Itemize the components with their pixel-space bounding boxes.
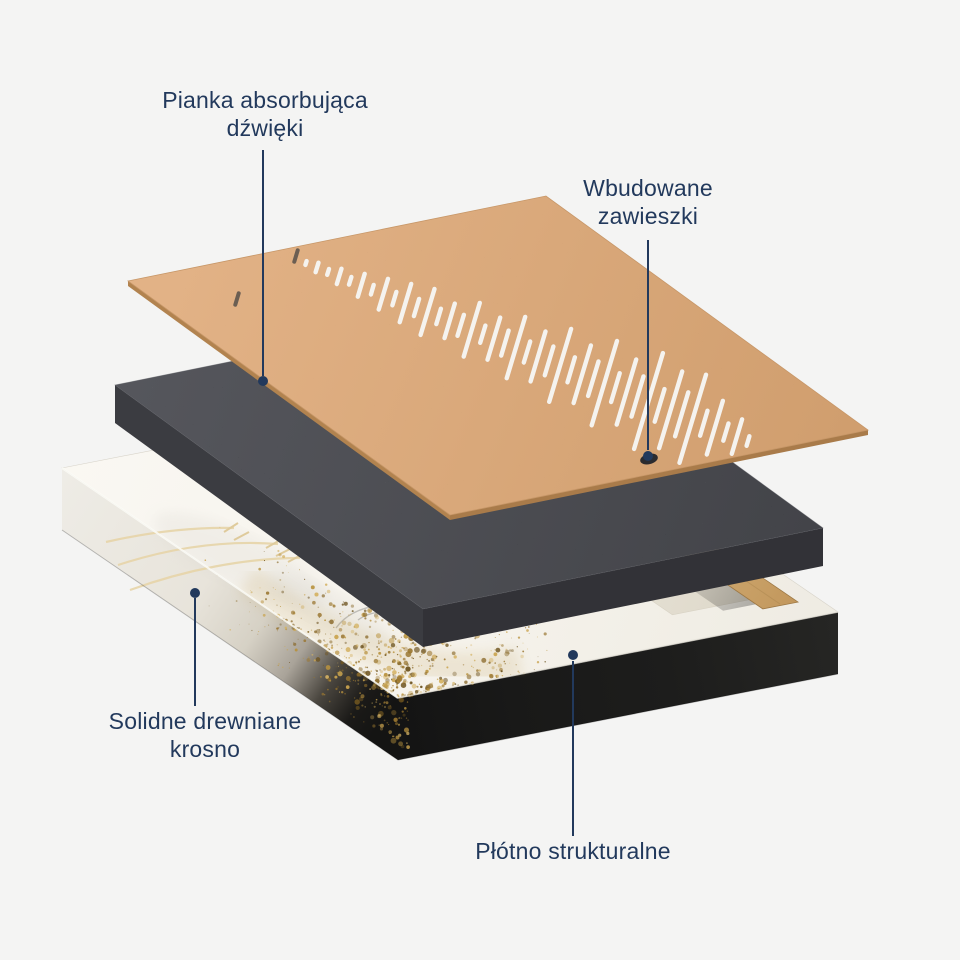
- gold-dust-speckles: [204, 526, 548, 749]
- foam-side-right: [423, 528, 823, 647]
- label-canvas-line1: Płótno strukturalne: [475, 838, 671, 864]
- callout-dot-hangers: [643, 451, 653, 461]
- board-edge-left: [128, 281, 450, 520]
- callout-dot-frame: [190, 588, 200, 598]
- callout-dot-canvas: [568, 650, 578, 660]
- canvas-front-fold-left: [61, 467, 399, 699]
- label-frame-line1: Solidne drewniane: [109, 708, 302, 734]
- label-frame-line2: krosno: [170, 736, 240, 762]
- canvas-front-fold-right: [397, 611, 839, 699]
- board-texture-light: [128, 196, 868, 515]
- callout-dot-foam: [258, 376, 268, 386]
- wheat-print-decoration: [105, 522, 304, 592]
- keyhole-hanger-slots: [233, 248, 300, 307]
- label-foam-line1: Pianka absorbująca: [162, 87, 368, 113]
- canvas-bottom-edge: [61, 529, 839, 761]
- foam-side-texture: [115, 385, 423, 647]
- label-hangers-line1: Wbudowane: [583, 175, 713, 201]
- canvas-side-right: [398, 612, 838, 760]
- label-foam-line2: dźwięki: [227, 115, 304, 141]
- canvas-side-left: [62, 468, 398, 760]
- soundwave-cutout-slots: [303, 258, 752, 465]
- perforated-board-layer: [127, 195, 869, 520]
- print-marble-patch: [267, 573, 393, 647]
- label-hangers-line2: zawieszki: [598, 203, 698, 229]
- gold-dust-glow: [238, 567, 524, 683]
- board-edge-right: [450, 430, 868, 520]
- callouts: Pianka absorbująca dźwięki Wbudowane zaw…: [109, 87, 713, 864]
